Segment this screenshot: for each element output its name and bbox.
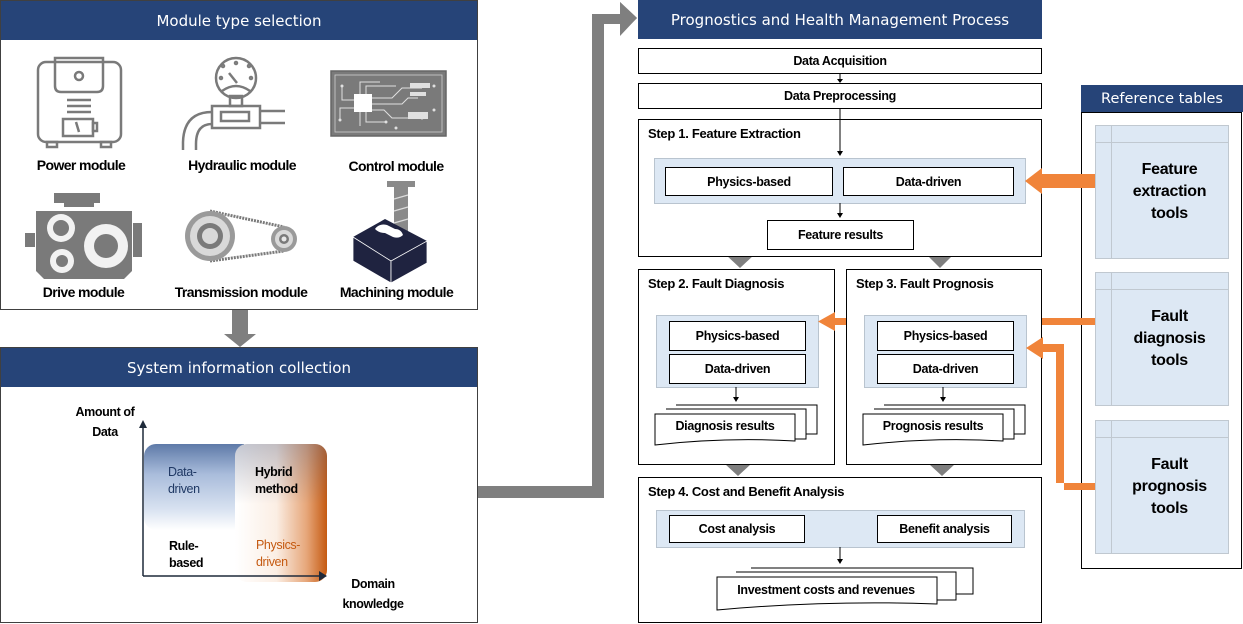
diagnosis-results-doc bbox=[654, 404, 818, 446]
diagnosis-results-label[interactable]: Diagnosis results bbox=[675, 419, 775, 433]
step2-data-driven[interactable]: Data-driven bbox=[669, 354, 806, 384]
module-label-power[interactable]: Power module bbox=[36, 157, 126, 173]
physics-region bbox=[235, 444, 327, 582]
step1-physics-based[interactable]: Physics-based bbox=[665, 167, 833, 196]
step3-data-driven[interactable]: Data-driven bbox=[877, 354, 1014, 384]
y-axis-arrowhead bbox=[139, 420, 147, 428]
step4-title: Step 4. Cost and Benefit Analysis bbox=[648, 484, 845, 499]
module-label-control[interactable]: Control module bbox=[348, 158, 444, 174]
module-panel-header: Module type selection bbox=[1, 1, 477, 40]
phm-header: Prognostics and Health Management Proces… bbox=[638, 0, 1042, 39]
cost-analysis-box[interactable]: Cost analysis bbox=[669, 515, 805, 543]
arrow-diagnosis-tools-head bbox=[818, 312, 835, 331]
system-panel-header: System information collection bbox=[1, 348, 477, 387]
data-preprocessing-box[interactable]: Data Preprocessing bbox=[638, 83, 1042, 109]
phm-title: Prognostics and Health Management Proces… bbox=[670, 10, 1010, 29]
prognosis-results-label[interactable]: Prognosis results bbox=[882, 419, 984, 433]
benefit-analysis-box[interactable]: Benefit analysis bbox=[877, 515, 1012, 543]
circuit-board-icon bbox=[330, 70, 447, 137]
quadrant-hybrid: Hybrid method bbox=[255, 465, 298, 496]
reference-header: Reference tables bbox=[1081, 85, 1243, 112]
x-axis-arrowhead bbox=[319, 571, 327, 581]
step4-cost-benefit: Step 4. Cost and Benefit Analysis Cost a… bbox=[638, 477, 1042, 623]
data-driven-region bbox=[144, 444, 244, 530]
module-label-machining[interactable]: Machining module bbox=[339, 284, 454, 300]
data-acquisition-box[interactable]: Data Acquisition bbox=[638, 48, 1042, 74]
module-panel-title: Module type selection bbox=[156, 11, 322, 30]
milling-tool-icon bbox=[352, 181, 428, 284]
step2-title: Step 2. Fault Diagnosis bbox=[648, 276, 785, 291]
prognosis-results-doc bbox=[862, 404, 1026, 446]
system-panel: System information collection Amount of … bbox=[0, 347, 478, 623]
investment-results-label[interactable]: Investment costs and revenues bbox=[737, 583, 915, 597]
step3-title: Step 3. Fault Prognosis bbox=[856, 276, 994, 291]
belt-pulley-icon bbox=[185, 209, 297, 263]
step1-title: Step 1. Feature Extraction bbox=[648, 126, 801, 141]
module-panel: Module type selection bbox=[0, 0, 478, 310]
x-axis-label: Domain knowledge bbox=[342, 577, 404, 611]
axes bbox=[139, 420, 327, 581]
step2-physics-based[interactable]: Physics-based bbox=[669, 321, 806, 351]
arrow-module-to-system bbox=[224, 310, 256, 347]
system-panel-title: System information collection bbox=[126, 358, 351, 377]
arrow-prognosis-tools-to-step3 bbox=[1026, 337, 1095, 490]
step3-fault-prognosis: Step 3. Fault Prognosis Physics-based Da… bbox=[846, 269, 1042, 465]
reference-title: Reference tables bbox=[1101, 90, 1223, 107]
arrow-diagnosis-tools-line-right bbox=[1042, 318, 1095, 325]
quadrant-rule-based: Rule- based bbox=[169, 539, 204, 570]
module-label-hydraulic[interactable]: Hydraulic module bbox=[188, 157, 296, 173]
step1-data-driven[interactable]: Data-driven bbox=[843, 167, 1014, 196]
quadrant-physics-driven: Physics- driven bbox=[256, 538, 301, 569]
quadrant-data-driven: Data- driven bbox=[168, 465, 200, 496]
power-module-icon bbox=[36, 56, 123, 149]
arrow-feature-tools-to-step1 bbox=[1025, 168, 1095, 194]
arrow-diagnosis-tools-line-mid bbox=[835, 318, 846, 325]
investment-results-doc bbox=[716, 567, 974, 611]
module-label-transmission[interactable]: Transmission module bbox=[174, 284, 308, 300]
y-axis-label: Amount of Data bbox=[75, 405, 135, 439]
step3-physics-based[interactable]: Physics-based bbox=[877, 321, 1014, 351]
step2-fault-diagnosis: Step 2. Fault Diagnosis Physics-based Da… bbox=[638, 269, 835, 465]
module-label-drive[interactable]: Drive module bbox=[42, 284, 125, 300]
step1-feature-extraction: Step 1. Feature Extraction Physics-based… bbox=[638, 119, 1042, 257]
hybrid-overlay bbox=[235, 444, 327, 504]
hydraulic-module-icon bbox=[181, 56, 285, 150]
engine-icon bbox=[25, 193, 142, 279]
feature-results-box[interactable]: Feature results bbox=[767, 220, 914, 250]
